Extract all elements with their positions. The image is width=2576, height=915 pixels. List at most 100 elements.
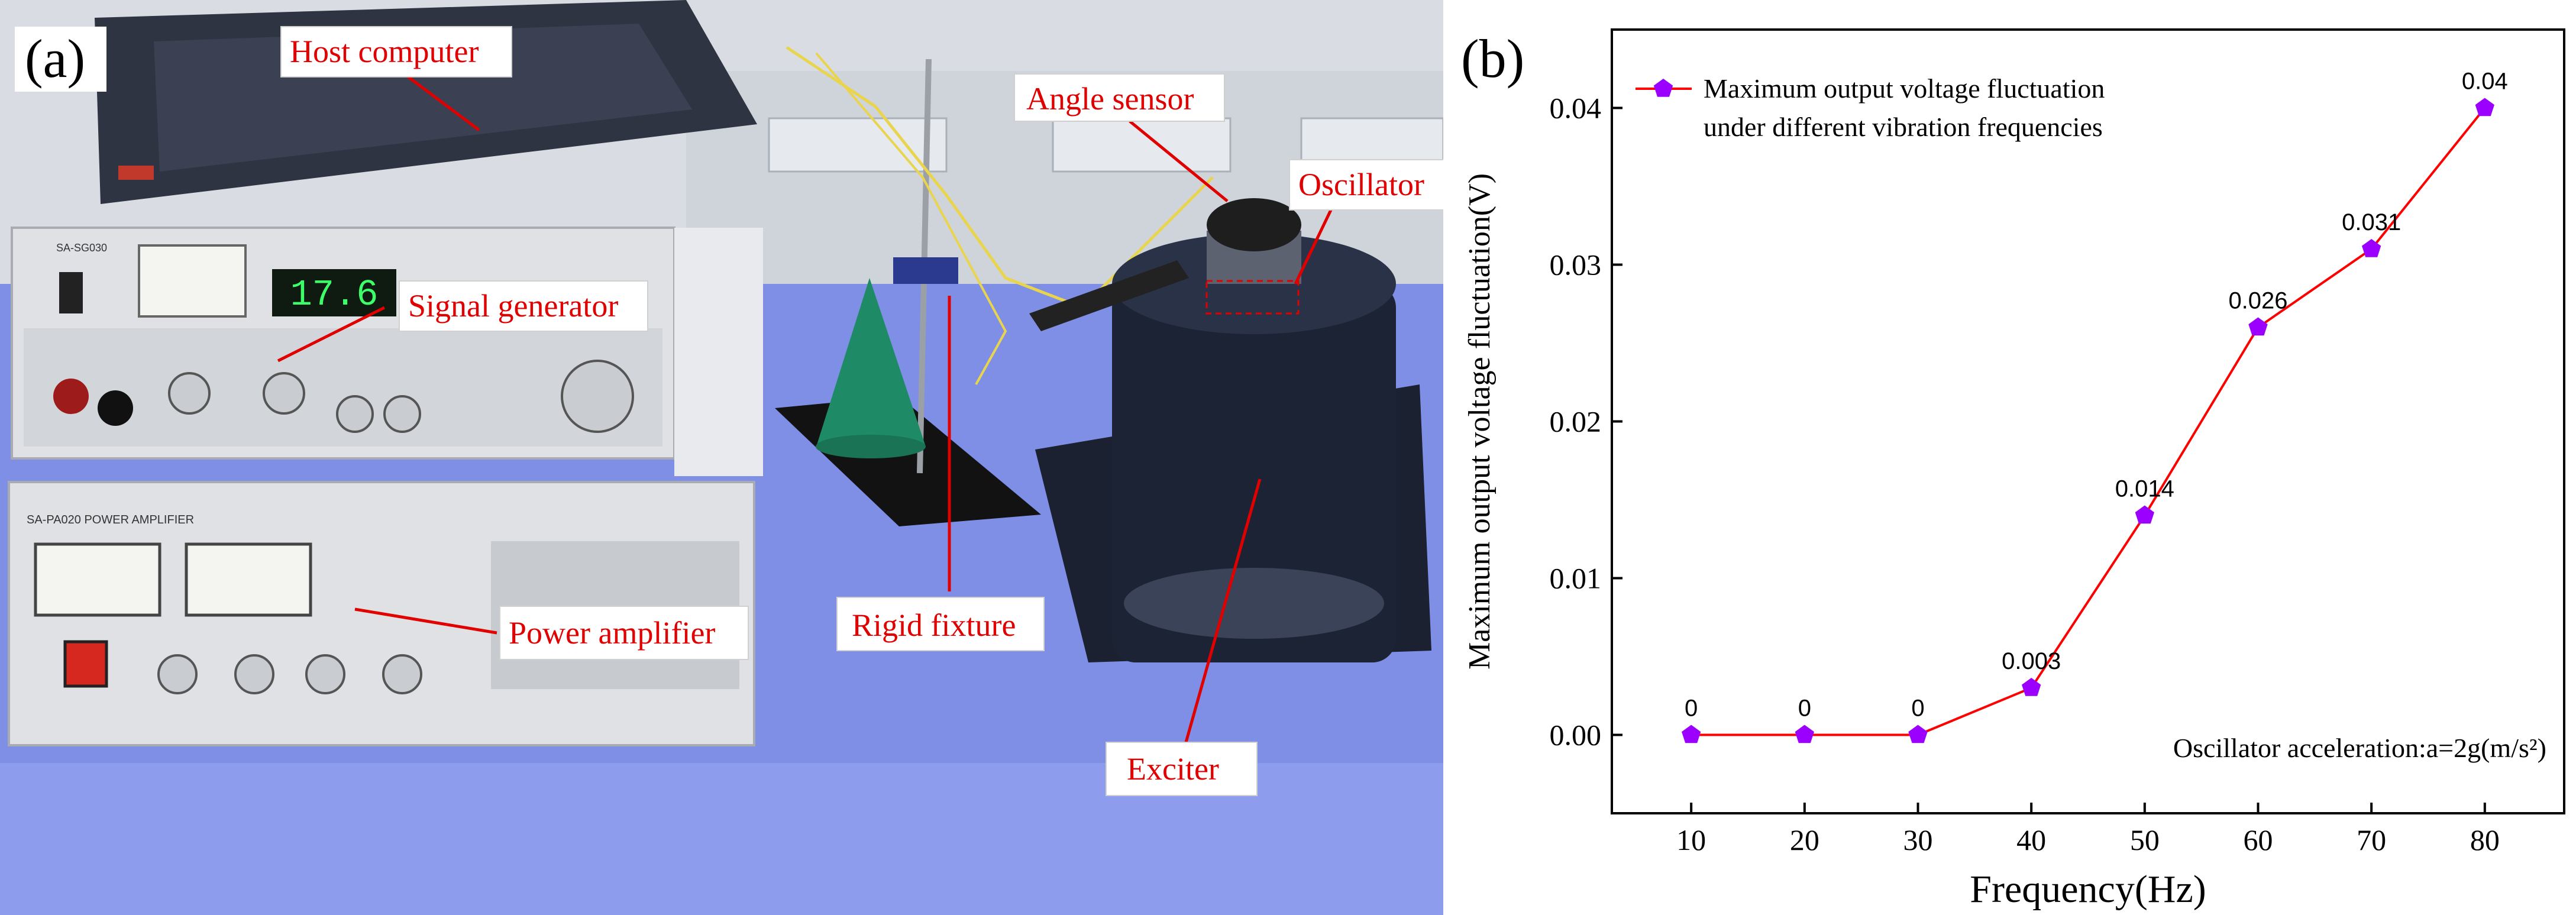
generator-knob-4	[383, 395, 421, 433]
angle-sensor-label: Angle sensor	[1026, 81, 1194, 117]
generator-knob-1	[168, 372, 211, 415]
x-tick-label: 80	[2470, 823, 2500, 856]
panel-b-letter: (b)	[1461, 28, 1524, 89]
series-line	[1691, 107, 2486, 736]
x-tick-label: 40	[2016, 823, 2046, 856]
generator-model-label: SA-SG030	[56, 242, 107, 254]
data-point-marker	[1908, 725, 1928, 743]
generator-big-knob	[561, 360, 634, 433]
amplifier-knob-1	[157, 654, 198, 694]
legend-marker	[1653, 79, 1673, 97]
y-axis: 0.00 0.01 0.02 0.03 0.04	[1550, 92, 1622, 752]
generator-terminal-black	[98, 390, 133, 426]
x-tick-label: 70	[2357, 823, 2386, 856]
data-labels: 0 0 0 0.003 0.014 0.026 0.031 0.04	[1685, 69, 2508, 722]
angle-sensor-body	[1207, 198, 1301, 251]
amplifier-meter-a	[185, 542, 312, 617]
amplifier-knob-3	[305, 654, 345, 694]
y-tick-label: 0.00	[1550, 719, 1602, 752]
generator-display	[272, 269, 396, 316]
y-axis-title: Maximum output voltage fluctuation(V)	[1463, 173, 1497, 670]
power-amplifier-callout-box	[499, 606, 749, 660]
oscillator-callout-box	[1289, 159, 1443, 211]
cone-base	[816, 435, 926, 458]
data-point-marker	[2135, 505, 2154, 524]
panel-a-letter: (a)	[25, 28, 85, 89]
data-point-marker	[2475, 98, 2494, 117]
data-point-label: 0.04	[2462, 69, 2508, 95]
oscillator-highlight-box	[1205, 280, 1300, 315]
generator-terminal-red	[53, 379, 89, 414]
oscillator-arrow	[1294, 209, 1333, 285]
y-tick-label: 0.02	[1550, 405, 1602, 438]
legend-label-line-1: Maximum output voltage fluctuation	[1704, 73, 2105, 104]
data-point-marker	[2248, 317, 2268, 336]
generator-display-value: 17.6	[290, 274, 379, 316]
amplifier-knob-2	[234, 654, 274, 694]
amplifier-meter-v	[34, 542, 161, 617]
data-point-label: 0.026	[2228, 288, 2287, 314]
data-point-label: 0	[1685, 696, 1698, 722]
data-point-marker	[2022, 678, 2041, 696]
data-point-label: 0.014	[2115, 476, 2174, 502]
plot-frame	[1611, 28, 2565, 814]
amplifier-power-button	[63, 640, 108, 688]
angle-sensor-arrow	[1129, 120, 1229, 202]
fixture-arm	[1029, 260, 1189, 331]
x-tick-label: 30	[1903, 823, 1933, 856]
amplifier-knob-4	[382, 654, 422, 694]
signal-generator-callout-box	[399, 280, 648, 332]
amplifier-model-label: SA-PA020 POWER AMPLIFIER	[27, 513, 194, 526]
drawer-2	[1052, 117, 1232, 173]
exciter-callout-box	[1106, 742, 1258, 796]
data-point-label: 0.031	[2342, 209, 2401, 235]
panel-a-letter-bg	[15, 27, 106, 92]
x-axis-title: Frequency(Hz)	[1970, 868, 2206, 911]
x-tick-label: 60	[2244, 823, 2273, 856]
sensor-wires-2	[815, 52, 1007, 385]
data-point-label: 0	[1911, 696, 1924, 722]
data-point-marker	[1795, 725, 1814, 743]
data-point-marker	[1682, 725, 1701, 743]
power-amplifier-arrow	[354, 607, 497, 635]
sensor-wires	[786, 46, 1214, 309]
series-markers	[1682, 98, 2494, 743]
angle-sensor-callout-box	[1014, 73, 1225, 122]
y-tick-label: 0.03	[1550, 248, 1602, 282]
acceleration-annotation: Oscillator acceleration:a=2g(m/s²)	[2173, 733, 2546, 763]
generator-knob-2	[263, 372, 305, 415]
data-point-label: 0	[1798, 696, 1811, 722]
x-tick-label: 10	[1676, 823, 1706, 856]
x-tick-label: 50	[2130, 823, 2160, 856]
power-amplifier-label: Power amplifier	[509, 615, 715, 651]
y-tick-label: 0.01	[1550, 562, 1602, 595]
legend-label-line-2: under different vibration frequencies	[1704, 112, 2103, 142]
rigid-fixture-callout-box	[836, 597, 1045, 651]
host-computer-callout-box	[280, 26, 512, 77]
y-tick-label: 0.04	[1550, 92, 1602, 125]
host-computer-label: Host computer	[290, 34, 479, 69]
fixture-clamp	[893, 257, 958, 284]
exciter-body	[1112, 284, 1396, 662]
data-point-label: 0.003	[2002, 648, 2061, 674]
photo-panel: 17.6 SA-SG030 SA-PA020 POWER AMPLIFIER (…	[0, 0, 1443, 915]
chart-panel: (b) 0.00 0.01 0.02 0.03 0.04 10 20 30 40 50 60 70 8…	[1461, 28, 2565, 911]
oscillator-label: Oscillator	[1298, 167, 1424, 202]
laptop-sticker	[118, 166, 154, 180]
generator-side-case	[674, 228, 763, 476]
x-axis: 10 20 30 40 50 60 70 80	[1676, 803, 2500, 856]
x-tick-label: 20	[1790, 823, 1819, 856]
generator-power-switch	[59, 272, 83, 313]
data-point-marker	[2362, 239, 2381, 257]
signal-generator-arrow	[277, 306, 386, 363]
rigid-fixture-label: Rigid fixture	[852, 607, 1016, 643]
drawer-1	[768, 117, 948, 173]
generator-meter	[138, 244, 247, 318]
generator-knob-3	[336, 395, 374, 433]
legend: Maximum output voltage fluctuation under…	[1636, 73, 2105, 142]
cone-sample	[816, 278, 926, 447]
signal-generator-label: Signal generator	[408, 288, 618, 324]
exciter-bottom-coil	[1124, 568, 1384, 639]
exciter-arrow	[1184, 478, 1262, 743]
host-computer-arrow	[407, 76, 480, 131]
